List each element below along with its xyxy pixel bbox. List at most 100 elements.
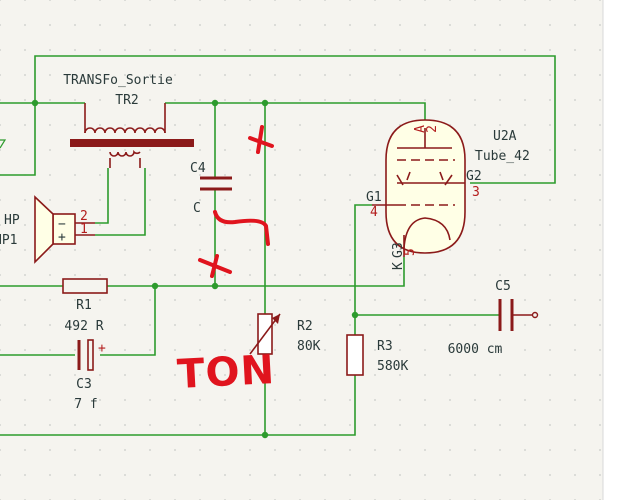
grid-dot	[599, 349, 601, 351]
resistor-r1[interactable]: R1 492 R	[62, 278, 108, 334]
grid-dot	[24, 24, 26, 26]
grid-dot	[0, 224, 1, 226]
grid-dot	[299, 199, 301, 201]
grid-dot	[99, 474, 101, 476]
grid-dot	[224, 49, 226, 51]
tube-pin-k-num: 5	[403, 248, 418, 256]
grid-dot	[424, 24, 426, 26]
grid-dot	[249, 74, 251, 76]
grid-dot	[199, 174, 201, 176]
grid-dot	[524, 74, 526, 76]
grid-dot	[249, 199, 251, 201]
grid-dot	[124, 424, 126, 426]
r1-value: 492 R	[64, 319, 103, 334]
grid-dot	[0, 274, 1, 276]
grid-dot	[549, 399, 551, 401]
grid-dot	[49, 374, 51, 376]
grid-dot	[0, 74, 1, 76]
potentiometer-r2[interactable]: R2 80K	[249, 313, 321, 355]
grid-dot	[149, 174, 151, 176]
tube-envelope	[385, 119, 466, 254]
grid-dot	[349, 174, 351, 176]
grid-dot	[124, 149, 126, 151]
grid-dot	[199, 49, 201, 51]
grid-dot	[524, 324, 526, 326]
grid-dot	[274, 249, 276, 251]
grid-dot	[274, 99, 276, 101]
grid-dot	[249, 0, 251, 1]
grid-dot	[24, 149, 26, 151]
grid-dot	[224, 399, 226, 401]
capacitor-c4[interactable]: C4 C	[190, 161, 232, 216]
speaker-pin1: 1	[80, 222, 88, 237]
resistor-r3[interactable]: R3 580K	[346, 334, 408, 376]
grid-dot	[0, 199, 1, 201]
c3-value: 7 f	[74, 397, 97, 412]
grid-dot	[399, 424, 401, 426]
grid-dot	[524, 299, 526, 301]
speaker-plus: +	[58, 230, 66, 245]
grid-dot	[174, 149, 176, 151]
grid-dot	[374, 324, 376, 326]
grid-dot	[574, 24, 576, 26]
grid-dot	[174, 449, 176, 451]
grid-dot	[224, 199, 226, 201]
grid-dot	[174, 399, 176, 401]
grid-dot	[349, 449, 351, 451]
grid-dot	[99, 24, 101, 26]
grid-dot	[449, 49, 451, 51]
grid-dot	[124, 274, 126, 276]
grid-dot	[549, 374, 551, 376]
grid-dot	[24, 74, 26, 76]
transformer-tr2[interactable]: TRANSFo_Sortie TR2	[63, 73, 194, 168]
grid-dot	[374, 474, 376, 476]
grid-dot	[424, 474, 426, 476]
grid-dot	[299, 474, 301, 476]
grid-dot	[574, 324, 576, 326]
tube-u2a[interactable]: A 2 G1 4 G2 3 K G3 5 U2A Tube_42	[366, 119, 530, 270]
grid-dot	[474, 424, 476, 426]
grid-dot	[324, 474, 326, 476]
r3-value: 580K	[377, 359, 408, 374]
grid-dot	[599, 249, 601, 251]
grid-dot	[399, 274, 401, 276]
grid-dot	[174, 0, 176, 1]
grid-dot	[49, 324, 51, 326]
grid-dot	[424, 374, 426, 376]
grid-dot	[374, 299, 376, 301]
grid-dot	[474, 449, 476, 451]
grid-dot	[399, 474, 401, 476]
c4-value: C	[193, 201, 201, 216]
grid-dot	[24, 124, 26, 126]
grid-dot	[74, 74, 76, 76]
grid-dot	[524, 124, 526, 126]
grid-dot	[249, 399, 251, 401]
grid-dot	[499, 249, 501, 251]
grid-dot	[474, 99, 476, 101]
grid-dot	[349, 124, 351, 126]
grid-dot	[374, 374, 376, 376]
grid-dot	[449, 99, 451, 101]
tube-pin-a-num: 2	[425, 125, 440, 133]
grid-dot	[149, 324, 151, 326]
grid-dot	[599, 49, 601, 51]
grid-dot	[74, 374, 76, 376]
grid-dot	[149, 424, 151, 426]
capacitor-c5[interactable]: C5 6000 cm	[448, 279, 539, 357]
grid-dot	[574, 374, 576, 376]
grid-dot	[499, 0, 501, 1]
grid-dot	[49, 449, 51, 451]
grid-dot	[449, 299, 451, 301]
grid-dot	[174, 249, 176, 251]
grid-dot	[0, 449, 1, 451]
speaker-value: HP	[4, 213, 20, 228]
grid-dot	[299, 249, 301, 251]
sidebar-panel	[603, 0, 644, 500]
grid-dot	[349, 74, 351, 76]
grid-dot	[299, 224, 301, 226]
grid-dot	[499, 24, 501, 26]
capacitor-c3[interactable]: + C3 7 f	[74, 339, 106, 412]
tube-pin-k: K	[391, 262, 406, 270]
speaker-hp1[interactable]: − + 2 1 HP HP1	[0, 195, 95, 264]
